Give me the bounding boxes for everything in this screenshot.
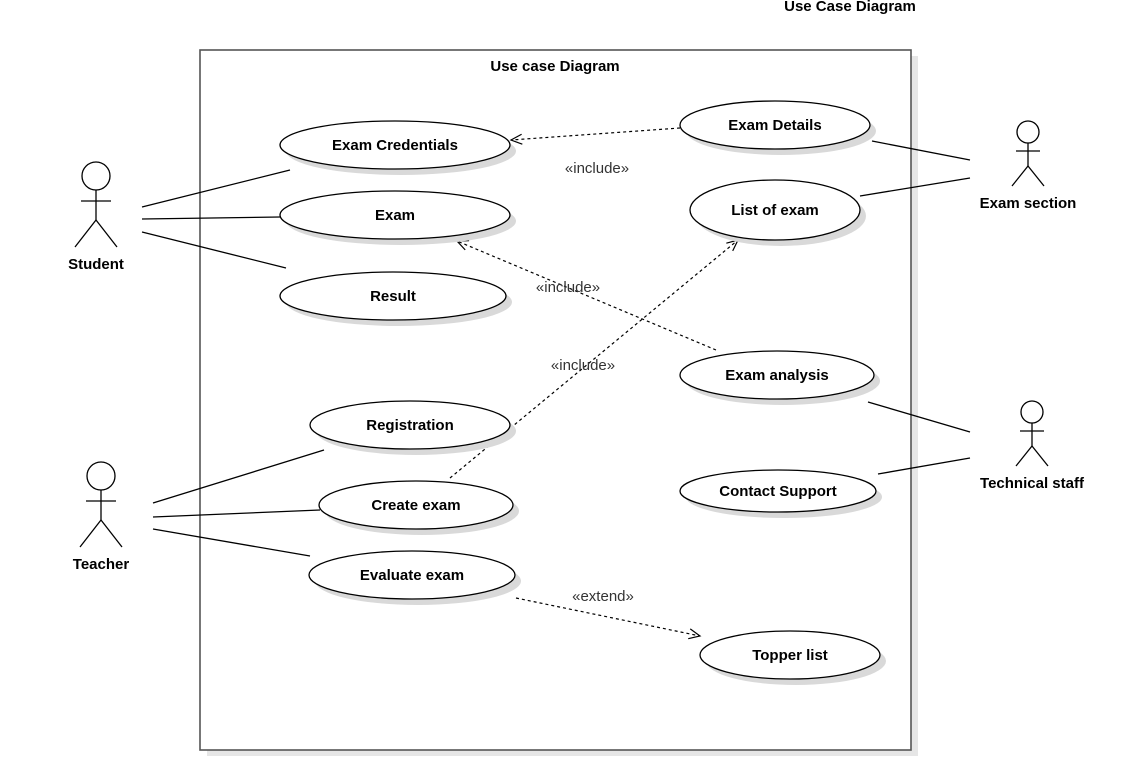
actor-label: Teacher xyxy=(73,556,130,573)
svg-text:Result: Result xyxy=(370,288,416,305)
use-case-create-exam[interactable]: Create exam xyxy=(318,480,519,535)
include-exam-details-to-exam-credentials[interactable] xyxy=(509,127,681,145)
use-case-exam[interactable]: Exam xyxy=(279,190,516,245)
actor-label: Technical staff xyxy=(980,475,1085,492)
extend-label: «extend» xyxy=(572,588,634,605)
svg-text:Exam analysis: Exam analysis xyxy=(725,367,828,384)
use-case-exam-credentials[interactable]: Exam Credentials xyxy=(279,120,516,175)
include-label: «include» xyxy=(565,160,629,177)
actor-exam-section[interactable]: Exam section xyxy=(980,120,1077,212)
use-case-list-of-exam[interactable]: List of exam xyxy=(689,179,866,246)
assoc-technical-staff-exam-analysis[interactable] xyxy=(867,401,971,433)
stick-figure-icon xyxy=(79,461,123,548)
extend-evaluate-exam-to-topper-list[interactable] xyxy=(515,597,702,640)
assoc-technical-staff-contact-support[interactable] xyxy=(877,457,971,475)
svg-text:Registration: Registration xyxy=(366,417,454,434)
use-case-topper-list[interactable]: Topper list xyxy=(699,630,886,685)
assoc-student-result[interactable] xyxy=(141,231,287,269)
svg-text:List of exam: List of exam xyxy=(731,202,819,219)
include-exam-analysis-to-exam[interactable] xyxy=(455,240,717,351)
actor-technical-staff[interactable]: Technical staff xyxy=(980,400,1085,492)
assoc-teacher-create-exam[interactable] xyxy=(152,509,321,518)
use-case-evaluate-exam[interactable]: Evaluate exam xyxy=(308,550,521,605)
actor-teacher[interactable]: Teacher xyxy=(73,461,130,573)
use-case-contact-support[interactable]: Contact Support xyxy=(679,469,882,518)
use-case-registration[interactable]: Registration xyxy=(309,400,516,455)
actor-student[interactable]: Student xyxy=(68,161,124,273)
stick-figure-icon xyxy=(1011,120,1045,187)
assoc-exam-section-list-of-exam[interactable] xyxy=(859,177,971,197)
svg-text:Evaluate exam: Evaluate exam xyxy=(360,567,464,584)
assoc-exam-section-exam-details[interactable] xyxy=(871,140,971,161)
use-case-result[interactable]: Result xyxy=(279,271,512,326)
use-case-exam-analysis[interactable]: Exam analysis xyxy=(679,350,880,405)
system-title: Use case Diagram xyxy=(490,58,619,75)
svg-text:Topper list: Topper list xyxy=(752,647,828,664)
assoc-student-exam-credentials[interactable] xyxy=(141,169,291,208)
actor-label: Exam section xyxy=(980,195,1077,212)
svg-text:Create exam: Create exam xyxy=(371,497,460,514)
actor-label: Student xyxy=(68,256,124,273)
stick-figure-icon xyxy=(74,161,118,248)
use-case-exam-details[interactable]: Exam Details xyxy=(679,100,876,155)
associations xyxy=(141,140,971,557)
stick-figure-icon xyxy=(1015,400,1049,467)
assoc-student-exam[interactable] xyxy=(141,216,281,220)
svg-text:Contact Support: Contact Support xyxy=(719,483,837,500)
svg-text:Exam: Exam xyxy=(375,207,415,224)
page-title: Use Case Diagram xyxy=(784,0,916,15)
assoc-teacher-registration[interactable] xyxy=(152,449,325,504)
svg-text:Exam Credentials: Exam Credentials xyxy=(332,137,458,154)
include-label: «include» xyxy=(551,357,615,374)
include-label: «include» xyxy=(536,279,600,296)
assoc-teacher-evaluate-exam[interactable] xyxy=(152,528,311,557)
svg-text:Exam Details: Exam Details xyxy=(728,117,821,134)
